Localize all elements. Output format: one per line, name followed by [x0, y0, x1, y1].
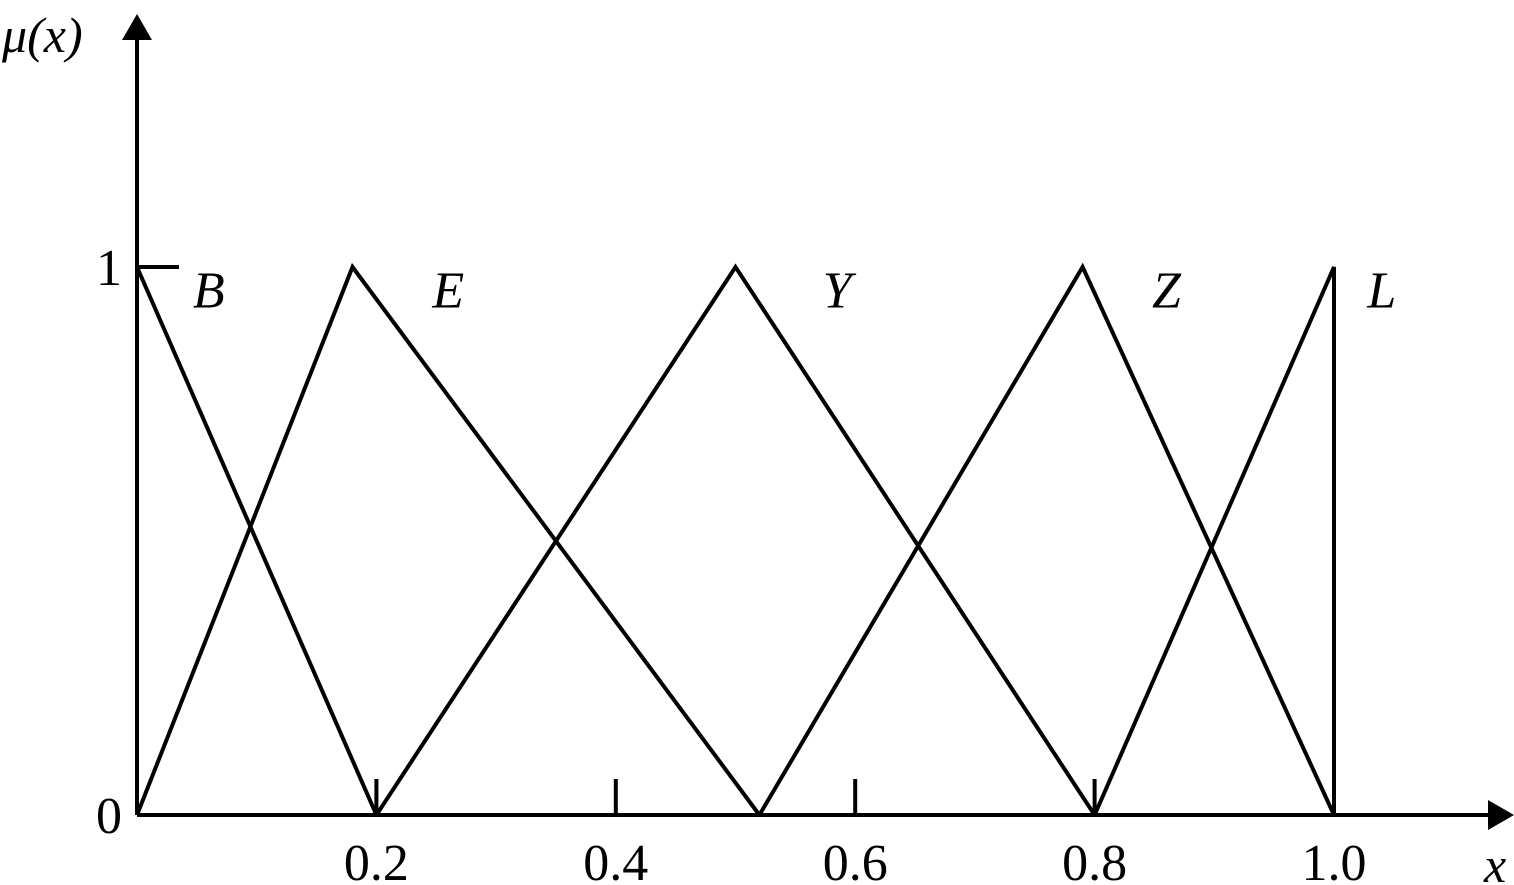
x-tick-label: 0.4 — [583, 835, 648, 885]
x-tick-label: 0.8 — [1062, 835, 1127, 885]
x-tick-label: 0.2 — [344, 835, 409, 885]
series-line-y — [374, 263, 1097, 817]
series-label-y: Y — [823, 262, 857, 319]
series-line-b — [135, 266, 379, 816]
x-tick-label: 1.0 — [1302, 835, 1367, 885]
series-line-l — [1092, 266, 1336, 816]
series-line-z — [757, 262, 1336, 817]
y-axis-arrow-icon — [122, 14, 152, 40]
series-line-e — [135, 262, 762, 817]
y-tick-label: 0 — [96, 788, 122, 845]
series-label-z: Z — [1152, 262, 1182, 319]
x-tick-label: 0.6 — [823, 835, 888, 885]
series-label-l: L — [1366, 262, 1396, 319]
series-label-b: B — [193, 262, 225, 319]
labels-group: 0.2 0.4 0.6 0.8 1.0 0 1 μ(x) x B E Y Z L — [1, 7, 1506, 885]
axes — [122, 14, 1514, 830]
series-label-e: E — [431, 262, 464, 319]
y-tick-label: 1 — [96, 240, 122, 297]
series-group — [135, 262, 1336, 817]
y-axis-title: μ(x) — [1, 7, 83, 63]
x-axis-arrow-icon — [1488, 800, 1514, 830]
x-axis-title: x — [1483, 837, 1506, 885]
